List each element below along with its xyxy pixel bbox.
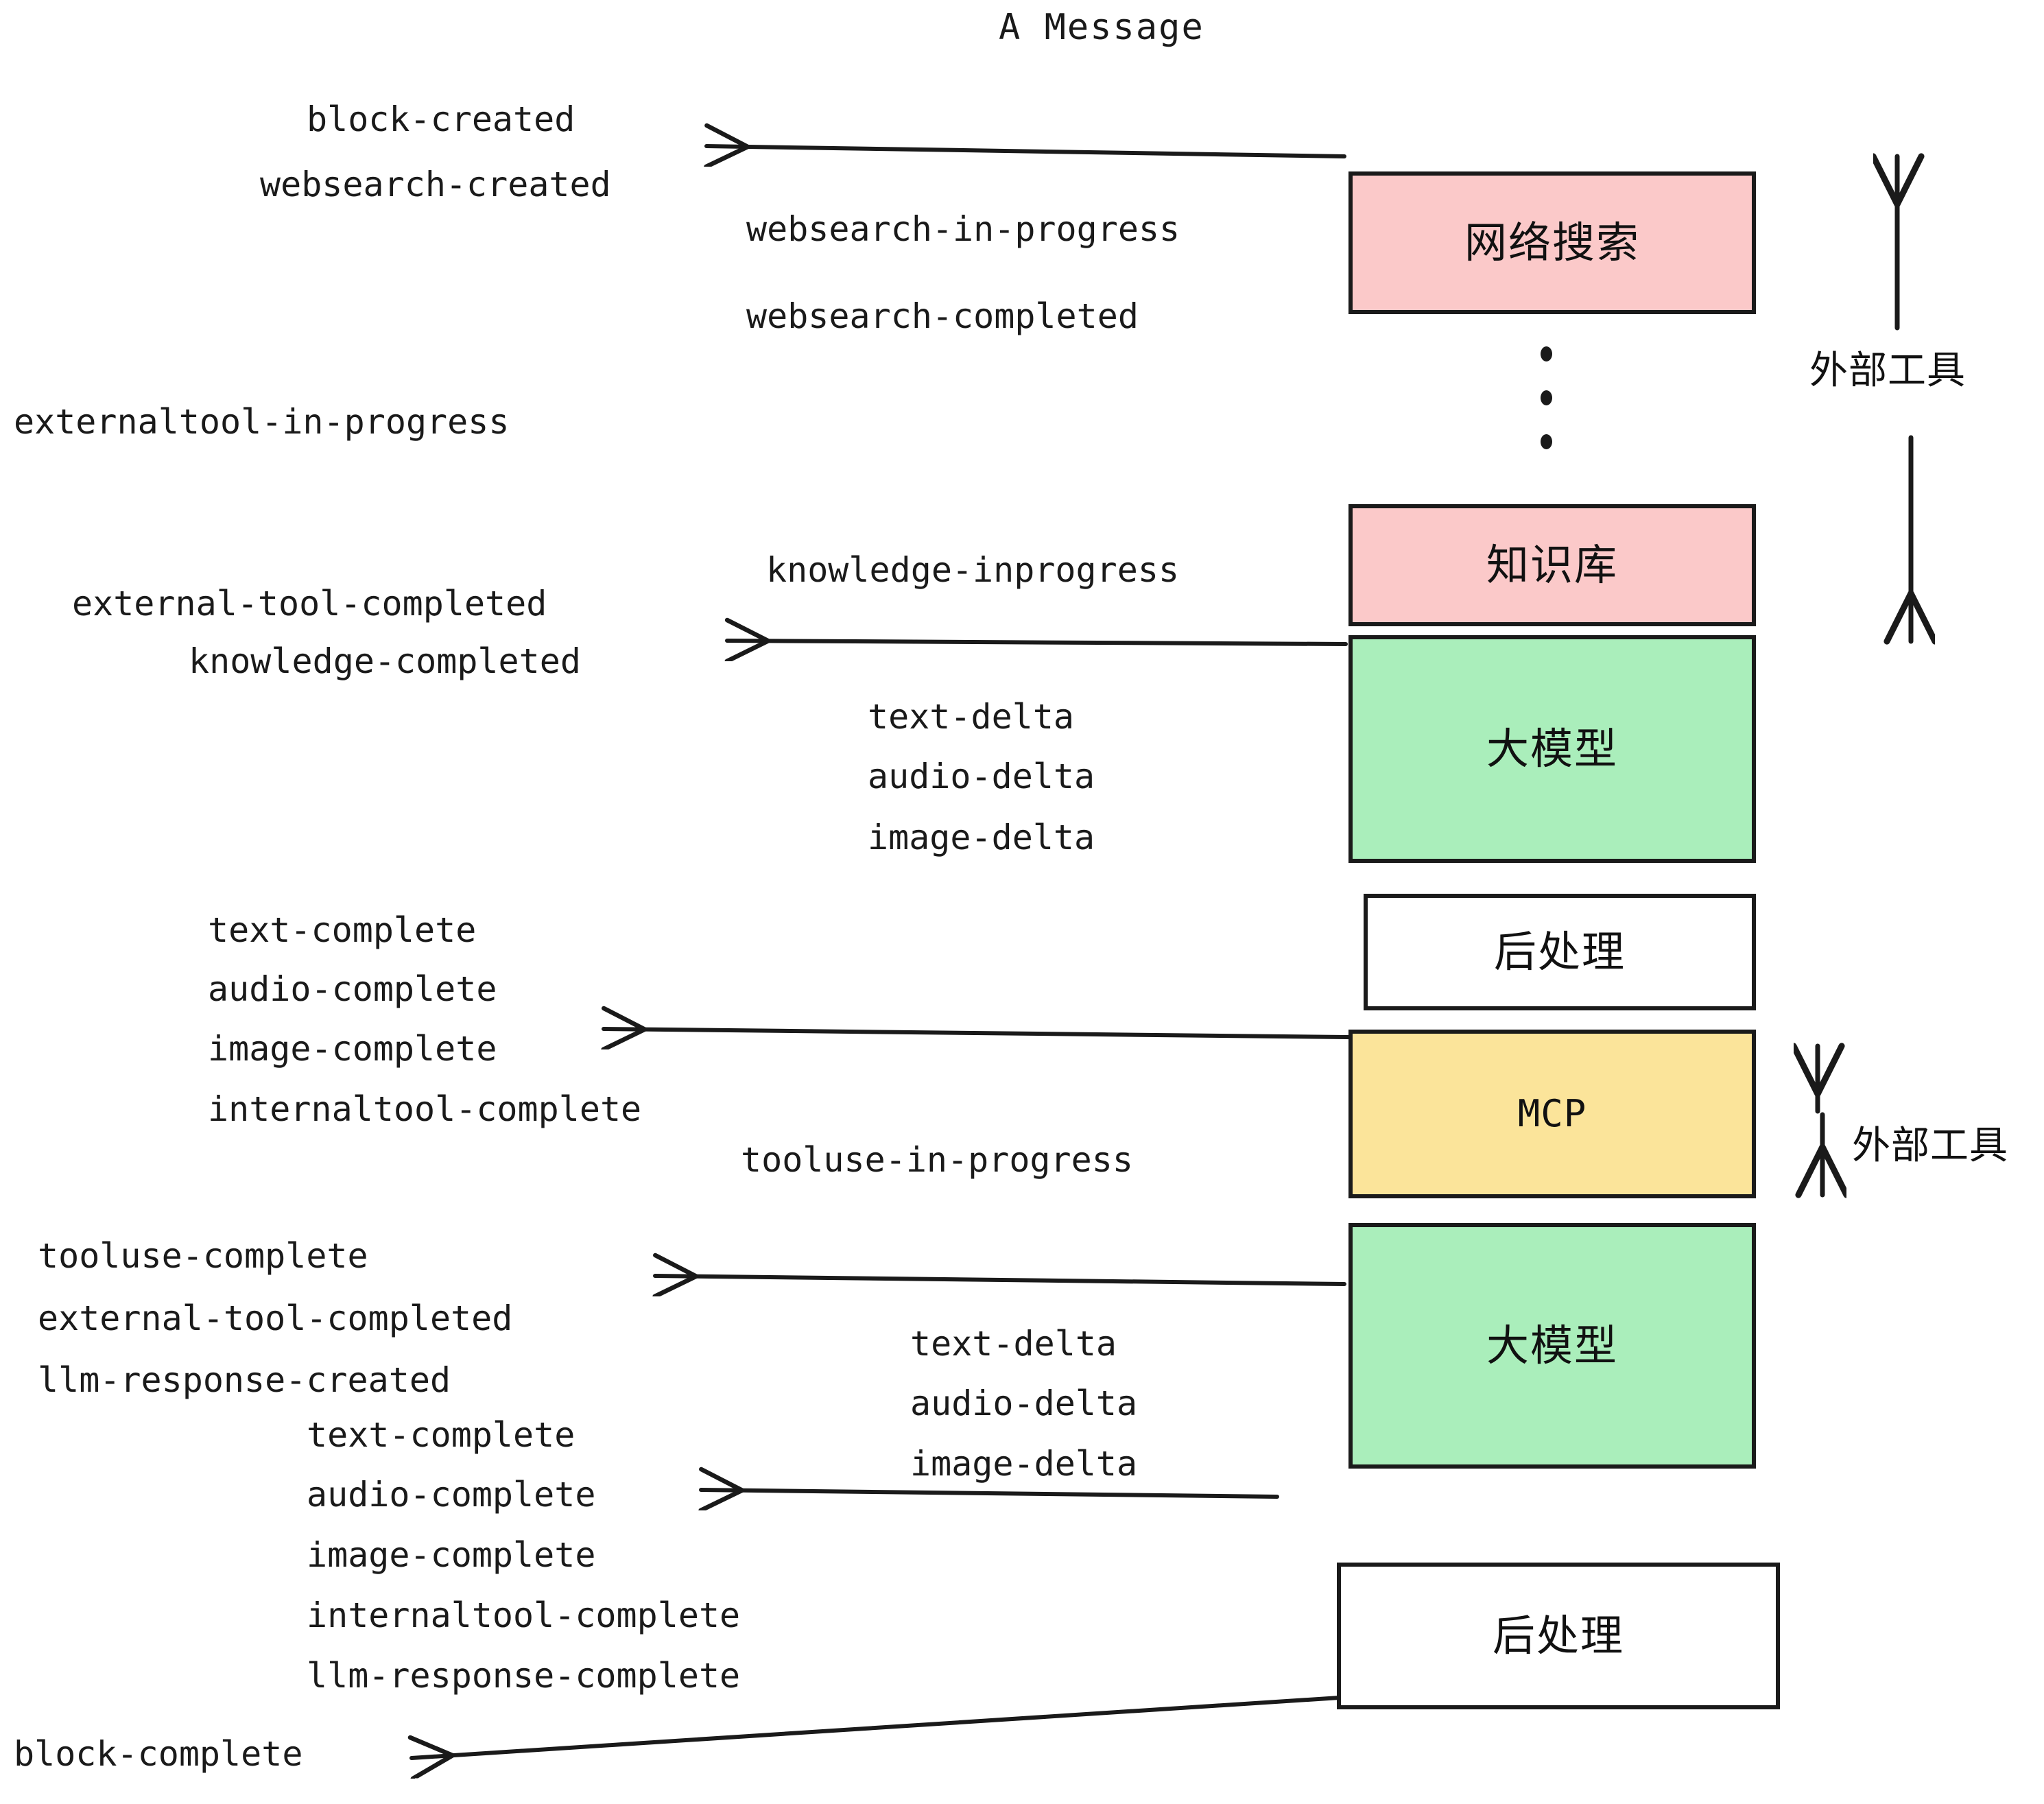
- event-label-websearch-in-progress: websearch-in-progress: [746, 209, 1180, 249]
- event-label-block-created: block-created: [307, 99, 575, 139]
- arrow-tooluse-complete: [655, 1276, 1346, 1284]
- node-box-mcp: MCP: [1348, 1030, 1756, 1198]
- event-label-websearch-created: websearch-created: [260, 165, 611, 204]
- event-label-audio-complete-1: audio-complete: [208, 969, 497, 1009]
- event-label-llm-response-complete: llm-response-complete: [307, 1656, 741, 1696]
- event-label-audio-delta-2: audio-delta: [910, 1384, 1138, 1423]
- node-box-llm-1: 大模型: [1348, 635, 1756, 863]
- event-label-image-delta-2: image-delta: [910, 1444, 1138, 1484]
- node-box-postprocess-1: 后处理: [1364, 894, 1756, 1010]
- event-label-audio-complete-2: audio-complete: [307, 1475, 596, 1515]
- event-label-image-complete-2: image-complete: [307, 1535, 596, 1575]
- event-label-internaltool-complete-1: internaltool-complete: [208, 1089, 642, 1129]
- event-label-tooluse-complete: tooluse-complete: [38, 1236, 368, 1276]
- event-label-knowledge-inprogress: knowledge-inprogress: [766, 550, 1180, 590]
- node-box-llm-2: 大模型: [1348, 1223, 1756, 1469]
- arrow-audio-complete: [701, 1490, 1279, 1497]
- event-label-audio-delta-1: audio-delta: [868, 757, 1095, 796]
- vertical-ellipsis-icon: [1540, 346, 1552, 449]
- node-box-label: 知识库: [1486, 540, 1618, 590]
- event-label-external-tool-completed-2: external-tool-completed: [38, 1298, 513, 1338]
- arrow-block-created: [706, 146, 1346, 156]
- event-label-text-complete-1: text-complete: [208, 910, 477, 950]
- node-box-knowledge: 知识库: [1348, 504, 1756, 626]
- side-label-external-tools-bottom: 外部工具: [1852, 1124, 2008, 1168]
- node-box-label: 后处理: [1492, 1611, 1624, 1661]
- event-label-websearch-completed: websearch-completed: [746, 296, 1139, 336]
- event-label-externaltool-in-progress: externaltool-in-progress: [14, 402, 510, 442]
- event-label-external-tool-completed-1: external-tool-completed: [72, 584, 547, 624]
- node-box-websearch: 网络搜索: [1348, 171, 1756, 314]
- event-label-text-delta-1: text-delta: [868, 697, 1075, 737]
- node-box-label: MCP: [1517, 1092, 1587, 1135]
- event-label-llm-response-created: llm-response-created: [38, 1360, 451, 1400]
- page-title: A Message: [999, 7, 1204, 48]
- arrow-block-complete: [412, 1691, 1415, 1758]
- event-label-image-complete-1: image-complete: [208, 1029, 497, 1069]
- event-label-image-delta-1: image-delta: [868, 818, 1095, 857]
- event-label-tooluse-in-progress: tooluse-in-progress: [741, 1140, 1133, 1180]
- arrow-knowledge-completed: [727, 641, 1348, 644]
- side-label-external-tools-top: 外部工具: [1809, 348, 1966, 393]
- node-box-label: 网络搜索: [1464, 217, 1640, 268]
- event-label-text-complete-2: text-complete: [307, 1415, 575, 1455]
- node-box-label: 大模型: [1486, 1320, 1618, 1370]
- event-label-internaltool-complete-2: internaltool-complete: [307, 1595, 741, 1635]
- event-label-knowledge-completed: knowledge-completed: [189, 641, 581, 681]
- event-label-text-delta-2: text-delta: [910, 1324, 1117, 1364]
- node-box-label: 大模型: [1486, 724, 1618, 774]
- event-label-block-complete: block-complete: [14, 1734, 303, 1774]
- node-box-label: 后处理: [1493, 927, 1626, 977]
- node-box-postprocess-2: 后处理: [1337, 1563, 1780, 1709]
